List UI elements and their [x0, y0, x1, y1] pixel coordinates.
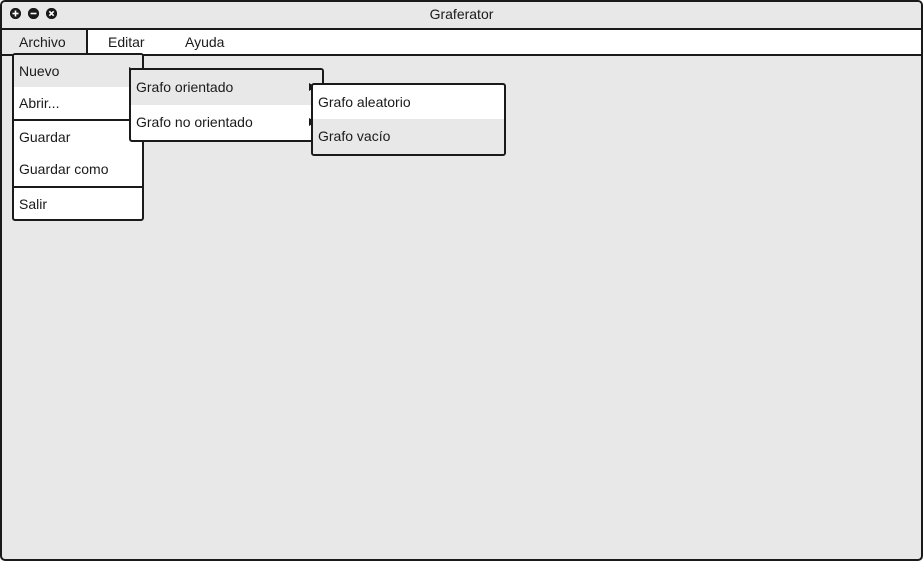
close-button[interactable] [46, 8, 57, 19]
menu-item-label: Nuevo [19, 63, 60, 79]
menu-item-label: Salir [19, 196, 48, 212]
menu-editar[interactable]: Editar [108, 34, 145, 50]
menu-item-label: Guardar [19, 129, 71, 145]
menu-separator [14, 119, 142, 121]
menu-item-label: Grafo aleatorio [318, 94, 411, 110]
minimize-button[interactable] [28, 8, 39, 19]
menu-item-grafo-orientado[interactable]: Grafo orientado [131, 70, 322, 105]
menu-item-label: Grafo orientado [136, 79, 234, 95]
maximize-button[interactable] [10, 8, 21, 19]
menu-item-nuevo[interactable]: Nuevo [14, 55, 142, 87]
plus-circle-icon [10, 8, 21, 19]
archivo-menu: Nuevo Abrir... Guardar Guardar como Sali… [12, 53, 144, 221]
menu-item-grafo-vacio[interactable]: Grafo vacío [313, 119, 504, 154]
title-bar[interactable]: Graferator [2, 2, 921, 30]
menu-item-grafo-aleatorio[interactable]: Grafo aleatorio [313, 85, 504, 119]
menu-item-guardar-como[interactable]: Guardar como [14, 153, 142, 185]
menu-item-label: Grafo vacío [318, 128, 391, 144]
window-title: Graferator [429, 6, 494, 22]
menu-archivo[interactable]: Archivo [2, 30, 88, 54]
menu-item-grafo-no-orientado[interactable]: Grafo no orientado [131, 105, 322, 140]
menu-item-guardar[interactable]: Guardar [14, 121, 142, 153]
menu-item-label: Guardar como [19, 161, 109, 177]
menu-bar: Archivo Editar Ayuda [2, 30, 921, 56]
menu-item-label: Grafo no orientado [136, 114, 253, 130]
menu-item-abrir[interactable]: Abrir... [14, 87, 142, 119]
menu-ayuda[interactable]: Ayuda [185, 34, 225, 50]
x-circle-icon [46, 8, 57, 19]
nuevo-submenu: Grafo orientado Grafo no orientado [129, 68, 324, 142]
menu-item-salir[interactable]: Salir [14, 188, 142, 219]
menu-separator [14, 186, 142, 188]
menu-item-label: Abrir... [19, 95, 60, 111]
grafo-orientado-submenu: Grafo aleatorio Grafo vacío [311, 83, 506, 156]
minus-circle-icon [28, 8, 39, 19]
